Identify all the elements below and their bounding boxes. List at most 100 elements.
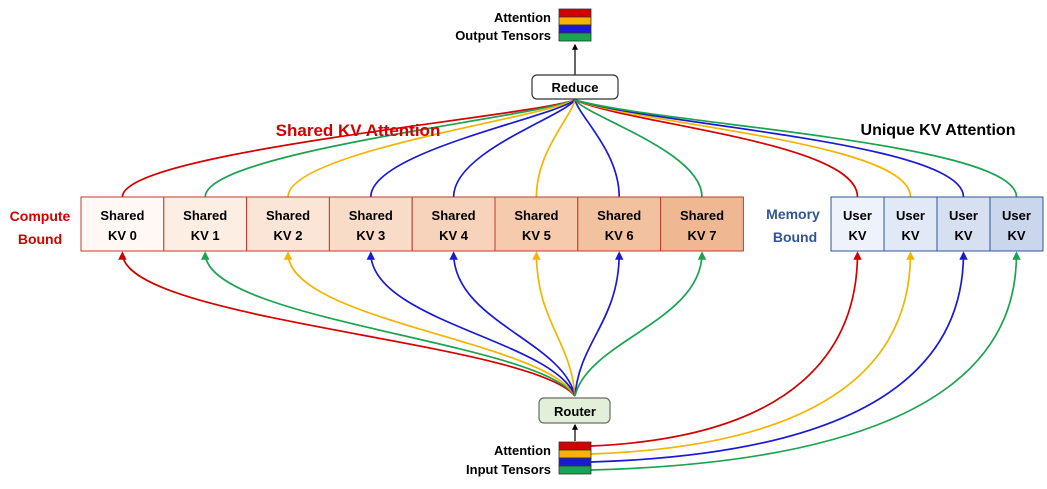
output-label-line2: Output Tensors xyxy=(455,28,551,43)
shared-kv-label-line2: KV 7 xyxy=(688,228,717,243)
router-to-shared-kv-0-curve xyxy=(118,251,576,397)
shared-kv-label-line1: Shared xyxy=(266,208,310,223)
routing-curves xyxy=(118,99,1021,471)
input-tensor-red xyxy=(558,441,592,451)
shared-kv-6-to-reduce-curve xyxy=(574,99,621,198)
shared-kv-label-line1: Shared xyxy=(514,208,558,223)
shared-kv-label-line2: KV 5 xyxy=(522,228,551,243)
input-to-user-kv-2-curve xyxy=(590,251,968,463)
reduce-node: Reduce xyxy=(531,74,619,100)
input-tensor-blue xyxy=(558,457,592,467)
shared-kv-block-0: Shared KV 0 xyxy=(80,196,165,252)
unique-kv-attention-title: Unique KV Attention xyxy=(861,122,1016,139)
shared-kv-block-6: Shared KV 6 xyxy=(577,196,662,252)
user-kv-label-line1: User xyxy=(1002,208,1031,223)
user-kv-box xyxy=(989,196,1044,252)
shared-kv-box xyxy=(411,196,496,252)
shared-kv-label-line2: KV 4 xyxy=(439,228,469,243)
shared-kv-3-to-reduce-curve xyxy=(369,99,576,198)
shared-kv-block-2: Shared KV 2 xyxy=(246,196,330,252)
shared-kv-label-line1: Shared xyxy=(597,208,641,223)
output-tensor-blue xyxy=(558,24,592,34)
shared-kv-block-5: Shared KV 5 xyxy=(494,196,579,252)
router-to-shared-kv-6-curve xyxy=(574,251,624,397)
router-to-shared-kv-1-curve xyxy=(200,251,576,397)
user-kv-label-line1: User xyxy=(949,208,978,223)
shared-kv-box xyxy=(246,196,330,252)
router-to-shared-kv-7-curve xyxy=(574,251,707,397)
user-kv-label-line2: KV xyxy=(1007,228,1025,243)
user-kv-3-to-reduce-curve xyxy=(574,99,1018,198)
output-tensor-block: Attention Output Tensors xyxy=(455,8,592,43)
router-node: Router xyxy=(538,397,611,424)
shared-kv-box xyxy=(494,196,579,252)
input-tensor-green xyxy=(558,465,592,475)
shared-kv-label-line1: Shared xyxy=(432,208,476,223)
shared-kv-1-to-reduce-curve xyxy=(204,99,576,198)
shared-kv-block-1: Shared KV 1 xyxy=(163,196,248,252)
user-kv-label-line1: User xyxy=(896,208,925,223)
router-to-shared-kv-2-curve xyxy=(283,251,576,397)
memory-bound-label-line2: Bound xyxy=(773,229,817,245)
reduce-label: Reduce xyxy=(552,80,599,95)
shared-kv-0-to-reduce-curve xyxy=(121,99,576,198)
shared-kv-box xyxy=(577,196,662,252)
input-label-line2: Input Tensors xyxy=(466,462,551,477)
input-tensor-block: Attention Input Tensors xyxy=(466,441,592,477)
shared-kv-box xyxy=(163,196,248,252)
reduce-box xyxy=(531,74,619,100)
input-to-user-kv-1-curve xyxy=(590,251,915,455)
router-label: Router xyxy=(554,404,596,419)
router-box xyxy=(538,397,611,424)
user-kv-box xyxy=(830,196,885,252)
output-label-line1: Attention xyxy=(494,10,551,25)
router-to-shared-kv-5-curve xyxy=(532,251,576,397)
input-label-line1: Attention xyxy=(494,443,551,458)
shared-kv-7-to-reduce-curve xyxy=(574,99,703,198)
shared-kv-box xyxy=(660,196,744,252)
shared-kv-label-line2: KV 6 xyxy=(605,228,634,243)
output-tensor-orange xyxy=(558,16,592,26)
shared-kv-label-line2: KV 1 xyxy=(191,228,220,243)
memory-bound-label-line1: Memory xyxy=(766,206,820,222)
input-to-user-kv-0-curve xyxy=(590,251,862,447)
output-tensor-green xyxy=(558,32,592,42)
input-tensor-orange xyxy=(558,449,592,459)
user-kv-label-line2: KV xyxy=(954,228,972,243)
shared-kv-blocks: Shared KV 0 Shared KV 1 Shared KV 2 Shared KV 3… xyxy=(80,196,744,252)
user-kv-box xyxy=(936,196,991,252)
shared-kv-label-line1: Shared xyxy=(349,208,393,223)
user-kv-label-line2: KV xyxy=(901,228,919,243)
shared-kv-5-to-reduce-curve xyxy=(535,99,576,198)
shared-kv-label-line2: KV 0 xyxy=(108,228,137,243)
shared-kv-box xyxy=(328,196,413,252)
shared-kv-label-line2: KV 3 xyxy=(356,228,385,243)
shared-kv-label-line1: Shared xyxy=(183,208,227,223)
user-kv-box xyxy=(883,196,938,252)
router-to-shared-kv-4-curve xyxy=(449,251,576,397)
user-kv-label-line1: User xyxy=(843,208,872,223)
router-to-shared-kv-3-curve xyxy=(366,251,576,397)
shared-kv-2-to-reduce-curve xyxy=(287,99,576,198)
shared-kv-label-line2: KV 2 xyxy=(274,228,303,243)
user-kv-2-to-reduce-curve xyxy=(574,99,965,198)
shared-kv-box xyxy=(80,196,165,252)
shared-kv-block-7: Shared KV 7 xyxy=(660,196,744,252)
output-tensor-red xyxy=(558,8,592,18)
user-kv-label-line2: KV xyxy=(848,228,866,243)
shared-kv-label-line1: Shared xyxy=(680,208,724,223)
shared-kv-block-4: Shared KV 4 xyxy=(411,196,496,252)
compute-bound-label-line2: Bound xyxy=(18,231,62,247)
compute-bound-label-line1: Compute xyxy=(10,208,71,224)
shared-kv-block-3: Shared KV 3 xyxy=(328,196,413,252)
shared-kv-attention-title: Shared KV Attention xyxy=(276,121,441,140)
input-to-user-kv-3-curve xyxy=(590,251,1021,471)
user-kv-0-to-reduce-curve xyxy=(574,99,859,198)
shared-kv-label-line1: Shared xyxy=(100,208,144,223)
